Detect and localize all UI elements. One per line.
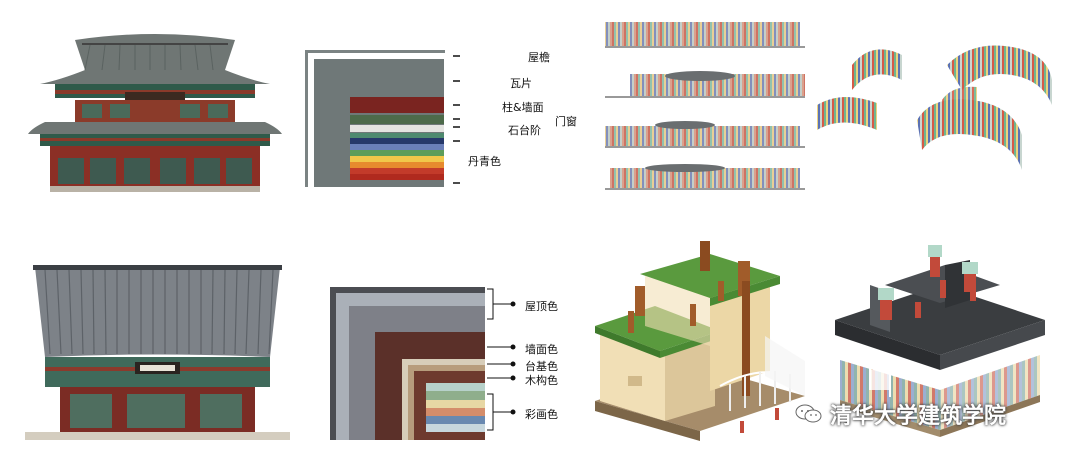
label-eave: 屋檐 [528,49,550,65]
label-wood-color: 木构色 [525,372,558,388]
label-wall-color: 墙面色 [525,341,558,357]
curved-ribbons [812,35,1067,180]
hall-illustration-bottom [25,262,290,442]
label-tile: 瓦片 [510,75,532,91]
color-layer-diagram-bottom [325,282,525,442]
wechat-icon [795,403,823,425]
watermark-text: 清华大学建筑学院 [830,398,1006,430]
color-layer-diagram-top [300,45,460,195]
label-stone-step: 石台阶 [508,122,541,138]
palace-illustration-top [20,30,290,200]
stripe-elevations [600,18,810,193]
label-door-window: 门窗 [555,113,577,129]
label-painting-color: 彩画色 [525,406,558,422]
label-roof-color: 屋顶色 [525,298,558,314]
label-column-wall: 柱&墙面 [502,99,544,115]
label-dancheong: 丹青色 [468,153,501,169]
isometric-green-roof-model [590,236,815,451]
